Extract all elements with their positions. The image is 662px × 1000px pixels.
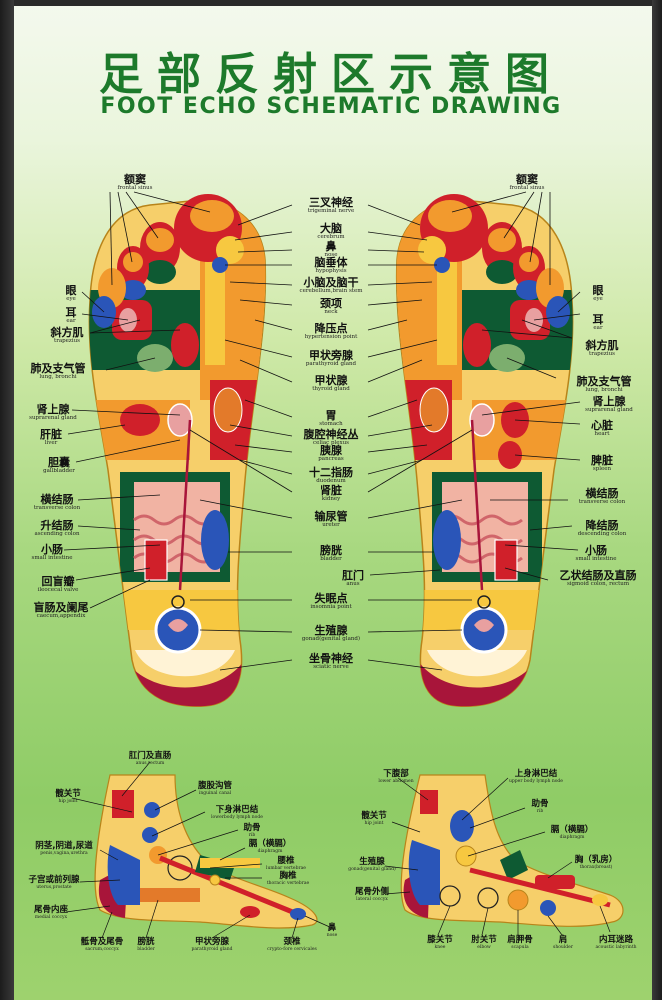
- right-foot-sole: [395, 194, 574, 708]
- outer-label-diaphragm: 膈（横膈）diaphragm: [550, 825, 594, 840]
- inner-label-diaphragm: 膈（横膈）diaphragm: [248, 839, 292, 854]
- right-leader-lines: [369, 191, 581, 581]
- frame-left: [0, 0, 14, 1000]
- side-feet-leader-lines: [65, 761, 611, 939]
- outer-side-foot: [400, 774, 624, 927]
- left-leader-lines: [63, 191, 211, 609]
- frame-top: [0, 0, 662, 6]
- center-leader-lines: [189, 204, 473, 671]
- title-chinese: 足部反射区示意图: [99, 49, 563, 100]
- frame-right: [652, 0, 662, 1000]
- title-english: FOOT ECHO SCHEMATIC DRAWING: [100, 94, 562, 119]
- outer-label-breast: 胸（乳房）thorax(breast): [574, 855, 618, 870]
- inner-side-foot: [94, 774, 318, 929]
- left-foot-sole: [88, 194, 267, 708]
